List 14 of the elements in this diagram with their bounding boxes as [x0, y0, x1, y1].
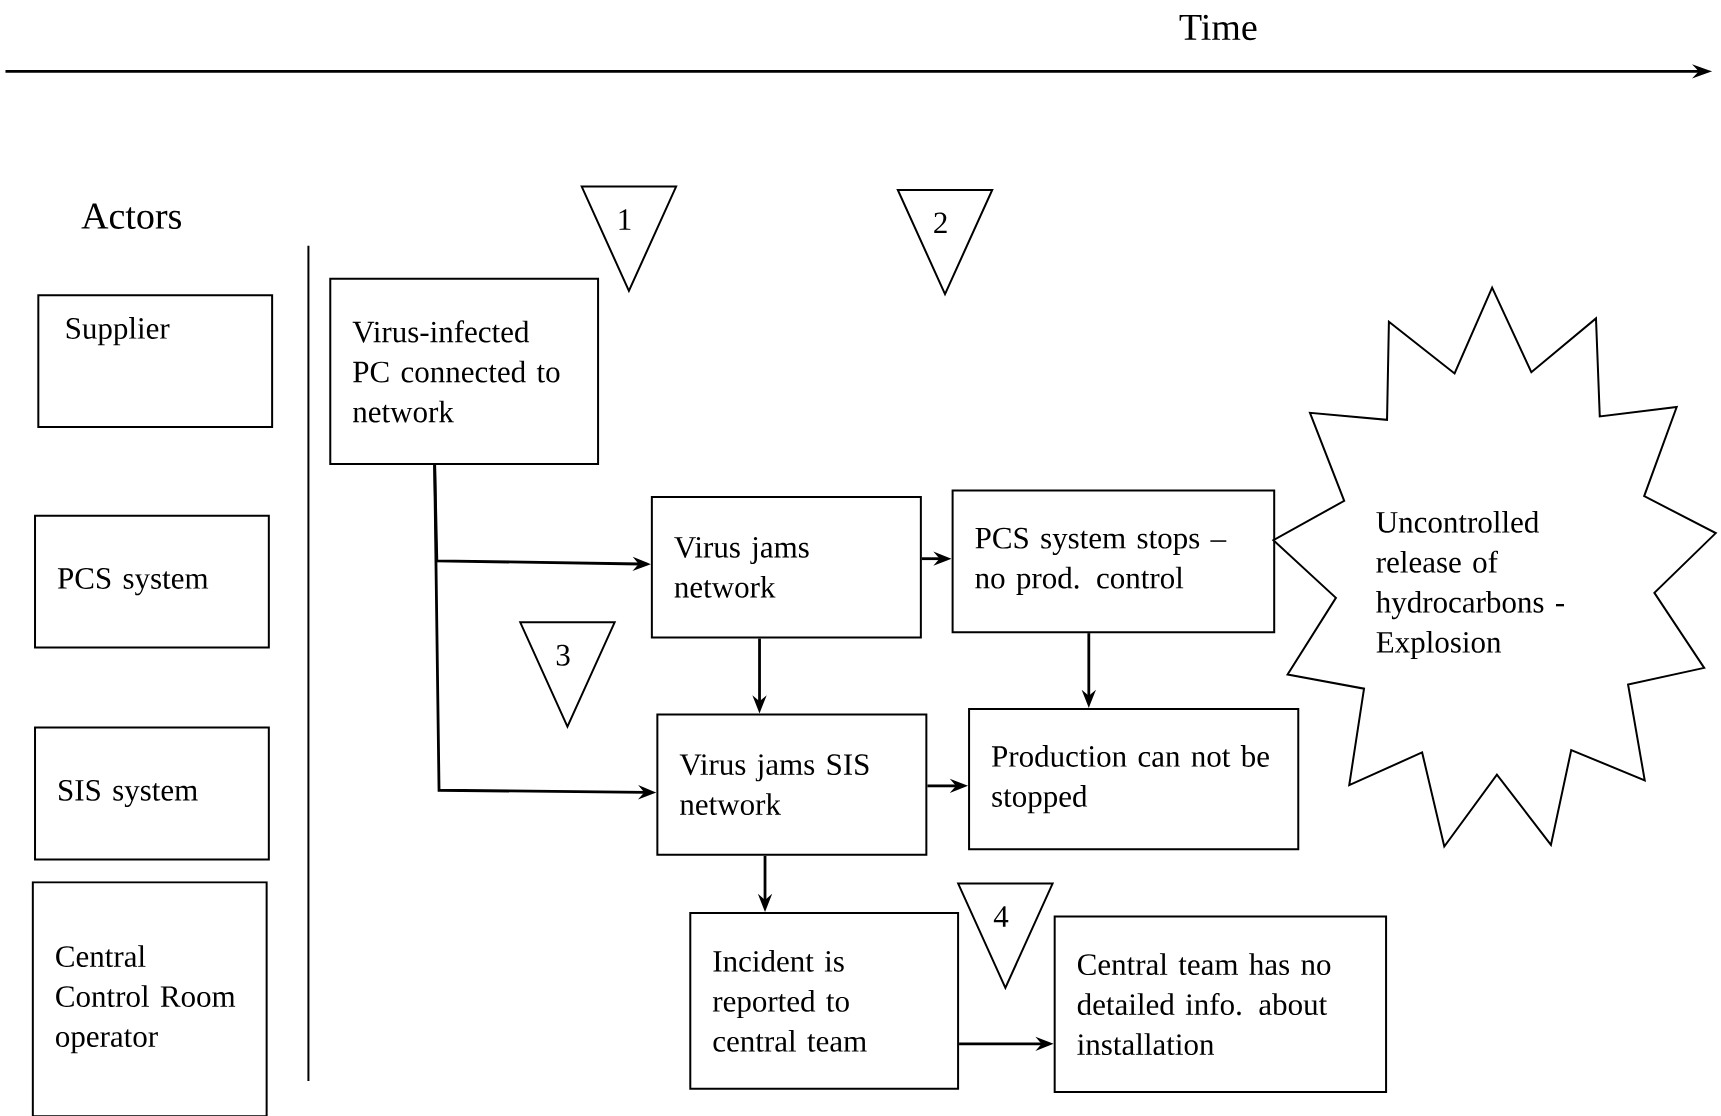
- event-box: Virus jams SIS network: [656, 713, 928, 856]
- event-box: Production can not be stopped: [968, 707, 1300, 851]
- actor-box: Central Control Room operator: [31, 881, 268, 1116]
- event-box: Central team has no detailed info. about installation: [1053, 915, 1388, 1093]
- event-box: PCS system stops – no prod. control: [951, 489, 1276, 634]
- event-box: Virus-infected PC connected to network: [329, 277, 600, 466]
- column-heading: Actors: [81, 203, 181, 229]
- explosion-star: Uncontrolled release of hydrocarbons - Explosion: [1271, 285, 1718, 849]
- actor-box: SIS system: [34, 726, 270, 861]
- actor-box: Supplier: [37, 294, 274, 428]
- axis-label: Time: [1179, 14, 1257, 41]
- event-box: Incident is reported to central team: [689, 912, 960, 1090]
- event-box: Virus jams network: [650, 496, 922, 639]
- actor-box: PCS system: [34, 514, 270, 649]
